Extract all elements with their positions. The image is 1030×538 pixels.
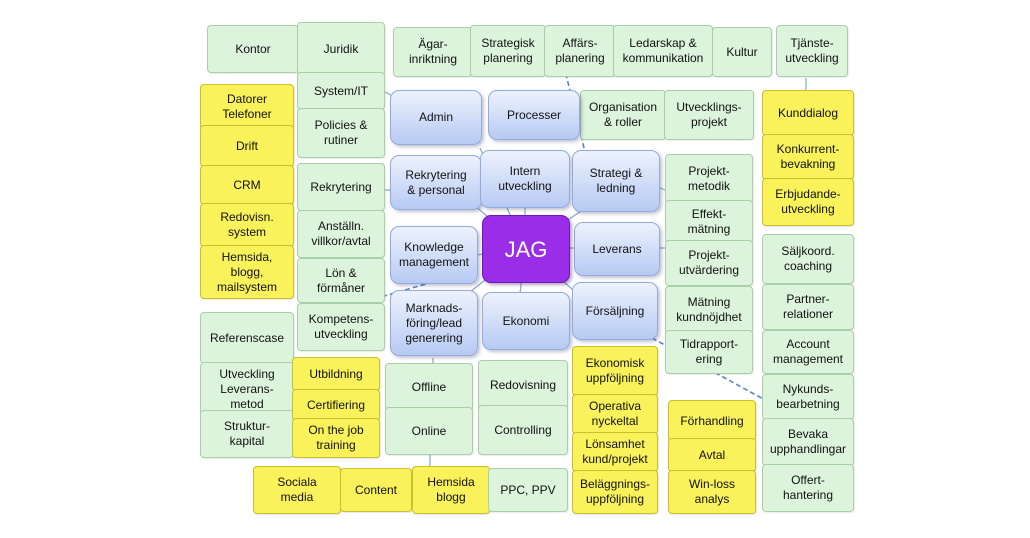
node-hemsida-blogg-mailsystem: Hemsida, blogg, mailsystem bbox=[200, 245, 294, 299]
node-knowledge-management: Knowledge management bbox=[390, 226, 478, 284]
node-forhandling: Förhandling bbox=[668, 400, 756, 442]
node-forsaljning: Försäljning bbox=[572, 282, 658, 340]
node-avtal: Avtal bbox=[668, 438, 756, 472]
node-center-jag: JAG bbox=[482, 215, 570, 283]
node-system-it: System/IT bbox=[297, 72, 385, 110]
node-content: Content bbox=[340, 468, 412, 512]
node-sociala-media: Sociala media bbox=[253, 466, 341, 514]
node-referenscase: Referenscase bbox=[200, 312, 294, 364]
node-lonsamhet: Lönsamhet kund/projekt bbox=[572, 432, 658, 472]
node-redovisningssystem: Redovisn. system bbox=[200, 203, 294, 247]
node-utveckling-leveransmetod: Utveckling Leverans- metod bbox=[200, 362, 294, 416]
node-marknadsforing: Marknads- föring/lead generering bbox=[390, 290, 478, 356]
node-policies: Policies & rutiner bbox=[297, 108, 385, 158]
node-projektutvardering: Projekt- utvärdering bbox=[665, 240, 753, 286]
node-ekonomi: Ekonomi bbox=[482, 292, 570, 350]
node-leverans: Leverans bbox=[574, 222, 660, 276]
node-strukturkapital: Struktur- kapital bbox=[200, 410, 294, 458]
node-online: Online bbox=[385, 407, 473, 455]
node-saljkoord: Säljkoord. coaching bbox=[762, 234, 854, 284]
node-strategisk-planering: Strategisk planering bbox=[470, 25, 546, 77]
node-agarinriktning: Ägar- inriktning bbox=[393, 27, 473, 77]
node-ppc-ppv: PPC, PPV bbox=[488, 468, 568, 512]
node-effektmatning: Effekt- mätning bbox=[665, 200, 753, 244]
node-win-loss-analys: Win-loss analys bbox=[668, 470, 756, 514]
node-crm: CRM bbox=[200, 165, 294, 205]
node-nykundsbearbetning: Nykunds- bearbetning bbox=[762, 374, 854, 420]
node-operativa-nyckeltal: Operativa nyckeltal bbox=[572, 394, 658, 434]
node-hemsida-blogg: Hemsida blogg bbox=[412, 466, 490, 514]
node-rekrytering-personal: Rekrytering & personal bbox=[390, 155, 482, 210]
node-partnerrelationer: Partner- relationer bbox=[762, 284, 854, 330]
node-processer: Processer bbox=[488, 90, 580, 140]
node-kunddialog: Kunddialog bbox=[762, 90, 854, 136]
node-datorer-telefoner: Datorer Telefoner bbox=[200, 84, 294, 130]
node-utbildning: Utbildning bbox=[292, 357, 380, 391]
node-certifiering: Certifiering bbox=[292, 389, 380, 421]
node-ekonomisk-uppfoljning: Ekonomisk uppföljning bbox=[572, 346, 658, 396]
node-organisation: Organisation & roller bbox=[580, 90, 666, 140]
node-utvecklingsprojekt: Utvecklings- projekt bbox=[664, 90, 754, 140]
node-redovisning: Redovisning bbox=[478, 360, 568, 410]
node-ledarskap: Ledarskap & kommunikation bbox=[613, 25, 713, 77]
node-erbjudandeutveckling: Erbjudande- utveckling bbox=[762, 178, 854, 226]
node-drift: Drift bbox=[200, 125, 294, 167]
node-offerthantering: Offert- hantering bbox=[762, 464, 854, 512]
node-matning-kundnojdhet: Mätning kundnöjdhet bbox=[665, 286, 753, 334]
node-affarsplanering: Affärs- planering bbox=[544, 25, 616, 77]
node-kontor: Kontor bbox=[207, 25, 299, 73]
node-kultur: Kultur bbox=[712, 27, 772, 77]
node-controlling: Controlling bbox=[478, 405, 568, 455]
node-anstallningsvillkor: Anställn. villkor/avtal bbox=[297, 210, 385, 258]
node-bevaka-upphandlingar: Bevaka upphandlingar bbox=[762, 418, 854, 466]
node-offline: Offline bbox=[385, 363, 473, 411]
node-projektmetodik: Projekt- metodik bbox=[665, 154, 753, 204]
node-konkurrentbevakning: Konkurrent- bevakning bbox=[762, 134, 854, 180]
node-lon-formaner: Lön & förmåner bbox=[297, 258, 385, 303]
node-admin: Admin bbox=[390, 90, 482, 145]
node-account-management: Account management bbox=[762, 330, 854, 374]
node-rekrytering: Rekrytering bbox=[297, 163, 385, 211]
node-intern-utveckling: Intern utveckling bbox=[480, 150, 570, 208]
node-strategi-ledning: Strategi & ledning bbox=[572, 150, 660, 212]
node-tjansteutveckling: Tjänste- utveckling bbox=[776, 25, 848, 77]
node-on-the-job-training: On the job training bbox=[292, 418, 380, 458]
node-belaggningsuppfoljning: Beläggnings- uppföljning bbox=[572, 470, 658, 514]
node-tidrapportering: Tidrapport- ering bbox=[665, 330, 753, 374]
node-kompetensutveckling: Kompetens- utveckling bbox=[297, 303, 385, 351]
node-juridik: Juridik bbox=[297, 22, 385, 76]
